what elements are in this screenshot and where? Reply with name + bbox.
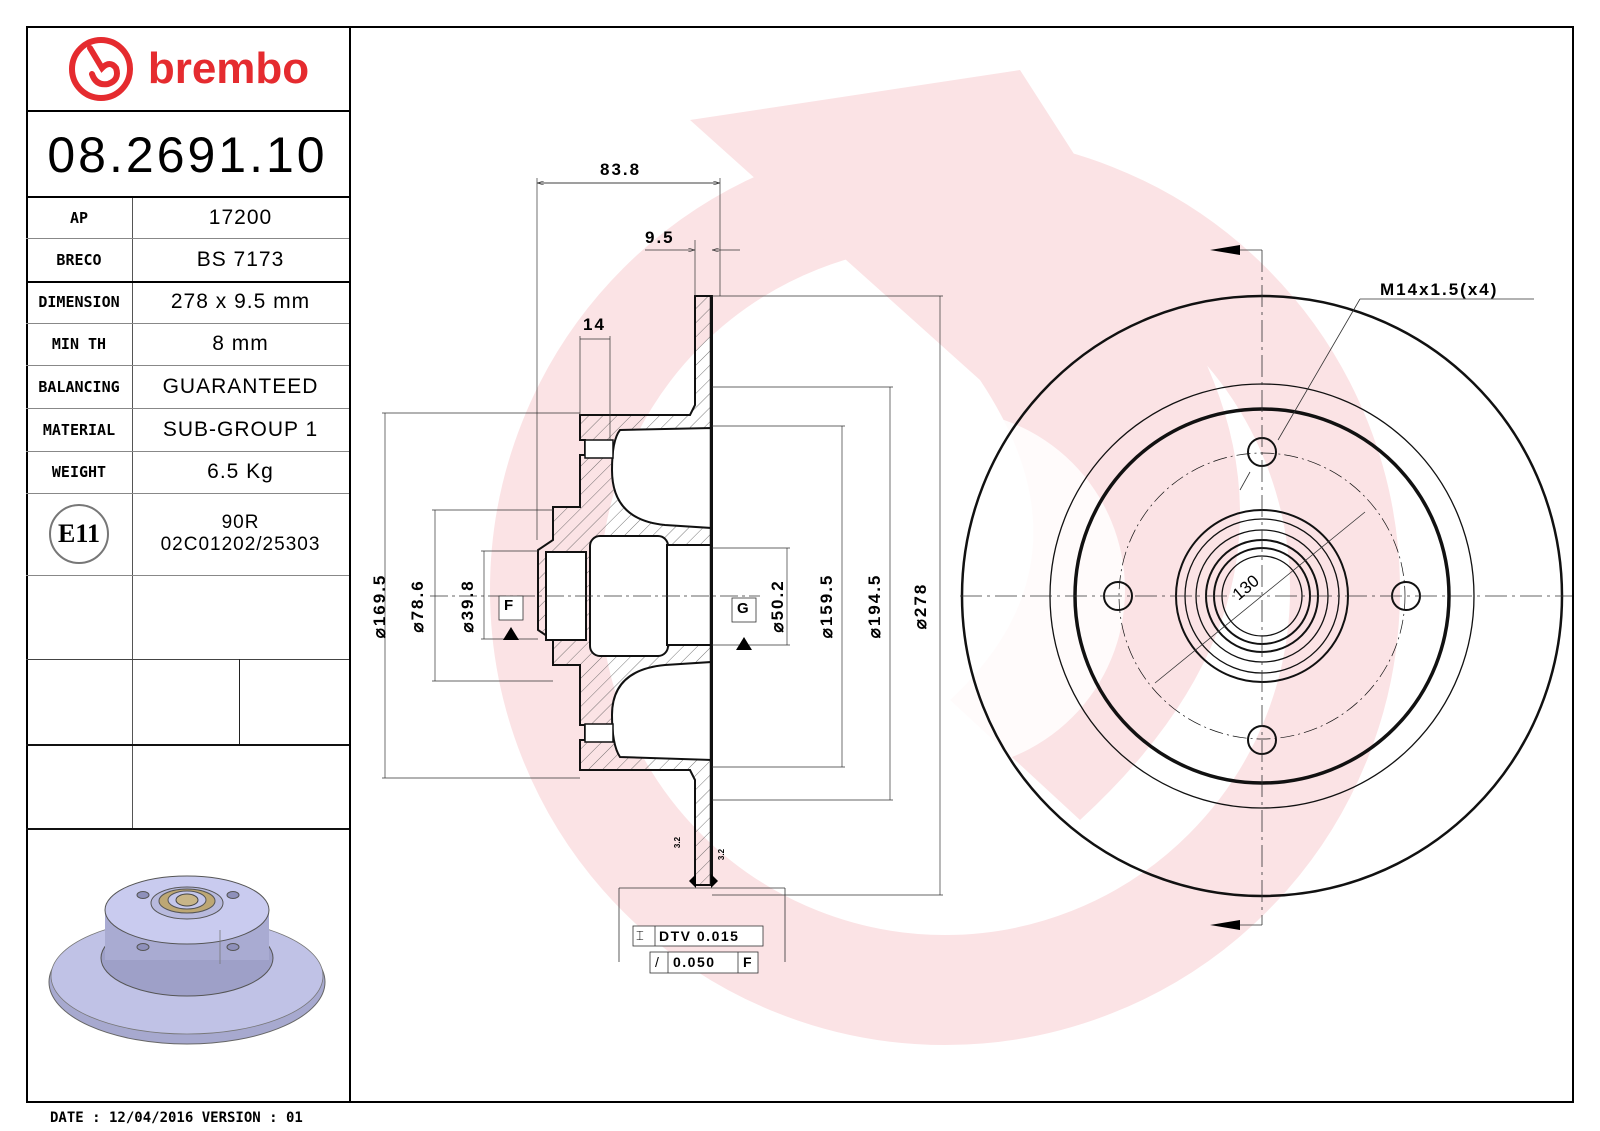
title-block: brembo 08.2691.10 AP 17200 BRECO BS 7173… bbox=[26, 26, 351, 1103]
dim-disc-thickness: 9.5 bbox=[645, 228, 675, 247]
thread-callout: M14x1.5(x4) bbox=[1380, 280, 1499, 299]
runout-datum: F bbox=[743, 954, 752, 970]
approval-code: 90R 02C01202/25303 bbox=[160, 512, 321, 555]
dim-flange-width: 14 bbox=[583, 315, 606, 334]
runout-tolerance: 0.050 bbox=[673, 954, 716, 970]
approval-mark: E11 bbox=[26, 493, 132, 575]
datum-g: G bbox=[737, 600, 749, 617]
drawing-frame bbox=[26, 26, 1574, 1103]
spec-label-ap: AP bbox=[69, 209, 89, 227]
disc-3d-render bbox=[48, 875, 326, 1045]
spec-value-balancing: GUARANTEED bbox=[162, 374, 319, 398]
spec-value-ap: 17200 bbox=[208, 206, 273, 229]
dtv-tolerance: DTV 0.015 bbox=[659, 928, 740, 944]
brand-logo: brembo bbox=[26, 26, 349, 112]
e11-mark: E11 bbox=[58, 519, 100, 548]
brand-name: brembo bbox=[147, 44, 310, 93]
spec-value-material: SUB-GROUP 1 bbox=[162, 417, 319, 441]
part-number-text: 08.2691.10 bbox=[47, 127, 328, 183]
flatness-icon: ⌶ bbox=[636, 928, 644, 943]
runout-icon: / bbox=[655, 954, 659, 970]
brembo-logo-icon bbox=[68, 37, 133, 101]
spec-label-material: MATERIAL bbox=[42, 420, 116, 439]
spec-value-min-th: 8 mm bbox=[212, 332, 269, 355]
spec-label-breco: BRECO bbox=[56, 250, 102, 269]
spec-value-weight: 6.5 Kg bbox=[207, 460, 274, 483]
spec-label-balancing: BALANCING bbox=[38, 377, 120, 396]
spec-label-min-th: MIN TH bbox=[51, 335, 107, 353]
spec-label-weight: WEIGHT bbox=[51, 463, 107, 481]
datum-f: F bbox=[504, 597, 514, 614]
footer-date-version: DATE : 12/04/2016 VERSION : 01 bbox=[50, 1110, 303, 1126]
spec-value-breco: BS 7173 bbox=[196, 247, 285, 271]
spec-value-dimension: 278 x 9.5 mm bbox=[170, 290, 311, 313]
part-number: 08.2691.10 bbox=[26, 112, 349, 198]
spec-label-dimension: DIMENSION bbox=[38, 293, 120, 311]
dim-overall-width: 83.8 bbox=[600, 160, 642, 179]
